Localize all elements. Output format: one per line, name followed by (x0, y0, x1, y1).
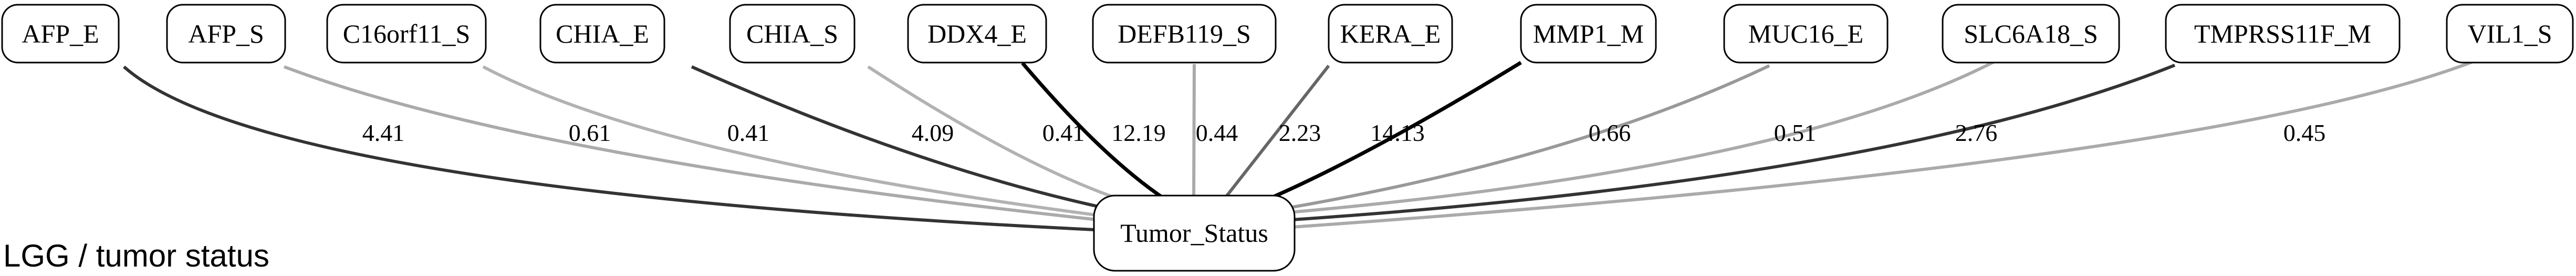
edge-weight-label: 0.61 (569, 119, 611, 146)
node-box (1, 4, 120, 64)
node-chia-e[interactable]: CHIA_E (539, 4, 665, 64)
edge-chia-e (691, 65, 1111, 211)
node-afp-e[interactable]: AFP_E (1, 4, 120, 64)
edge-weight-label: 14.13 (1370, 119, 1425, 146)
node-label: AFP_S (188, 19, 264, 48)
node-box (907, 4, 1047, 64)
edge-weight-label: 12.19 (1111, 119, 1166, 146)
node-box (2165, 4, 2401, 64)
node-label: MUC16_E (1748, 19, 1863, 48)
node-muc16-e[interactable]: MUC16_E (1723, 4, 1889, 64)
edge-vil1-s (1291, 60, 2473, 229)
node-label: SLC6A18_S (1964, 19, 2098, 48)
node-ddx4-e[interactable]: DDX4_E (907, 4, 1047, 64)
nodes-layer: AFP_E AFP_S C16orf11_S CHIA_E CHIA_S DDX4_E DE… (1, 4, 2574, 272)
edge-tmprss11f-m (1291, 64, 2176, 221)
edge-muc16-e (1289, 64, 1770, 209)
edge-kera-e (1222, 65, 1330, 201)
node-label: DDX4_E (927, 19, 1027, 48)
node-c16orf11-s[interactable]: C16orf11_S (326, 4, 487, 64)
node-label: MMP1_M (1533, 19, 1644, 48)
node-label: CHIA_E (556, 19, 649, 48)
edge-weight-label: 4.09 (912, 119, 954, 146)
edge-weight-label: 0.66 (1589, 119, 1631, 146)
node-mmp1-m[interactable]: MMP1_M (1520, 4, 1657, 64)
diagram-caption: LGG / tumor status (3, 238, 269, 273)
node-box (539, 4, 665, 64)
edge-labels-layer: 4.41 0.61 0.41 4.09 0.41 12.19 0.44 2.23 14.13 0.… (362, 119, 2326, 146)
node-box (1942, 4, 2120, 64)
edge-ddx4-e (1021, 62, 1167, 201)
edge-weight-label: 2.23 (1279, 119, 1321, 146)
node-label: KERA_E (1340, 19, 1441, 48)
node-defb119-s[interactable]: DEFB119_S (1092, 4, 1277, 64)
node-box (729, 4, 856, 64)
edge-weight-label: 2.76 (1955, 119, 1998, 146)
edge-mmp1-m (1259, 61, 1522, 205)
edge-c16orf11-s (482, 65, 1101, 217)
node-box (1520, 4, 1657, 64)
node-box (166, 4, 286, 64)
edge-weight-label: 0.51 (1774, 119, 1817, 146)
node-afp-s[interactable]: AFP_S (166, 4, 286, 64)
edge-chia-s (867, 65, 1130, 204)
node-box (1093, 195, 1296, 272)
edge-weight-label: 0.41 (727, 119, 770, 146)
node-box (1328, 4, 1453, 64)
node-tumor-status[interactable]: Tumor_Status (1093, 195, 1296, 272)
node-box (2446, 4, 2574, 64)
edge-weight-label: 0.41 (1042, 119, 1085, 146)
edges-layer (123, 60, 2473, 231)
node-label: C16orf11_S (343, 19, 471, 48)
edge-slc6a18-s (1289, 60, 1995, 214)
node-label: TMPRSS11F_M (2194, 19, 2371, 48)
edge-weight-label: 0.44 (1196, 119, 1238, 146)
node-chia-s[interactable]: CHIA_S (729, 4, 856, 64)
node-box (1723, 4, 1889, 64)
node-label: CHIA_S (746, 19, 838, 48)
node-label: Tumor_Status (1120, 218, 1268, 248)
node-label: AFP_E (22, 19, 99, 48)
edge-afp-e (123, 65, 1096, 231)
node-box (1092, 4, 1277, 64)
edge-weight-label: 0.45 (2283, 119, 2326, 146)
edge-weight-label: 4.41 (362, 119, 405, 146)
edge-afp-s (283, 65, 1098, 221)
node-label: DEFB119_S (1118, 19, 1251, 48)
node-slc6a18-s[interactable]: SLC6A18_S (1942, 4, 2120, 64)
node-label: VIL1_S (2467, 19, 2552, 48)
node-box (326, 4, 487, 64)
node-kera-e[interactable]: KERA_E (1328, 4, 1453, 64)
node-vil1-s[interactable]: VIL1_S (2446, 4, 2574, 64)
node-tmprss11f-m[interactable]: TMPRSS11F_M (2165, 4, 2401, 64)
